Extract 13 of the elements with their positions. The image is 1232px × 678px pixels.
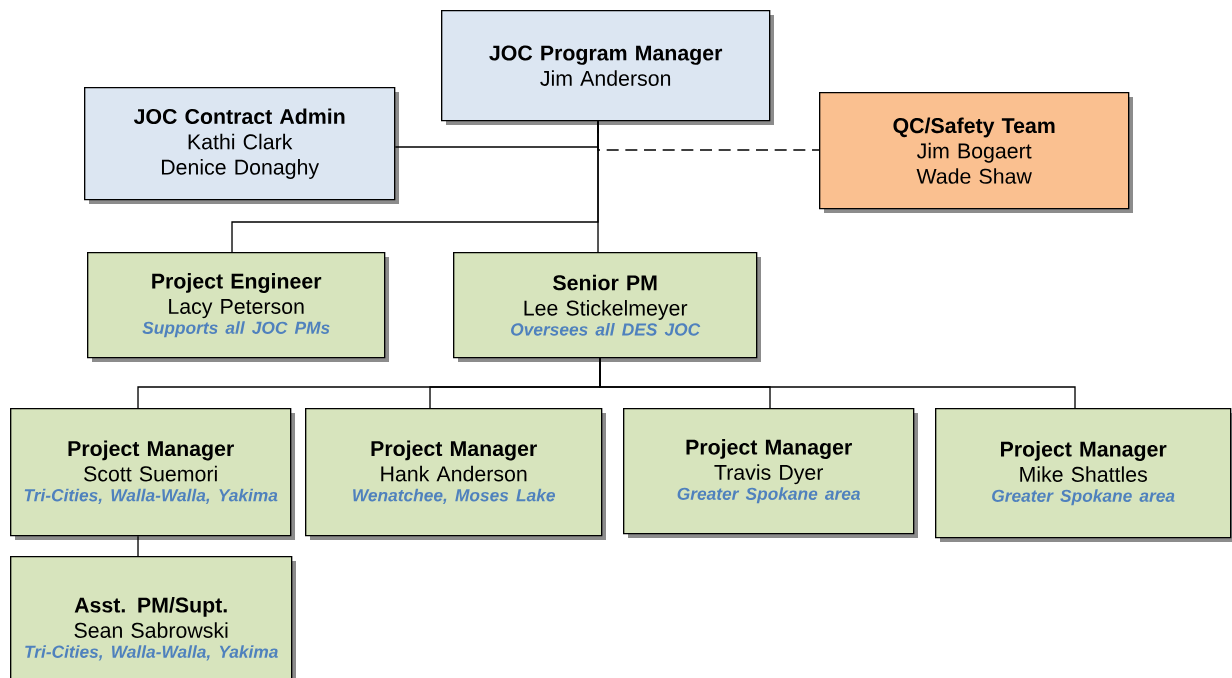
org-box: Project Engineer Lacy Peterson Supports all JOC PMs (87, 252, 389, 362)
org-box: Project Manager Travis Dyer Greater Spokane area (623, 408, 918, 538)
org-box: Project Manager Scott Suemori Tri-Cities, Walla-Walla, Yakima (10, 408, 295, 540)
connector-line (599, 357, 1076, 409)
connector-line (137, 535, 139, 557)
org-box: JOC Program Manager Jim Anderson (441, 10, 774, 125)
org-box: Asst. PM/Supt. Sean Sabrowski Tri-Cities, Walla-Walla, Yakima (10, 556, 296, 678)
org-box: Project Manager Mike Shattles Greater Spokane area (935, 408, 1232, 542)
org-box: QC/Safety Team Jim Bogaert Wade Shaw (819, 92, 1133, 213)
connector-line (597, 120, 599, 253)
org-box: Senior PM Lee Stickelmeyer Oversees all DES JOC (453, 252, 761, 362)
org-box: Project Manager Hank Anderson Wenatchee, Moses Lake (305, 408, 606, 540)
org-box: JOC Contract Admin Kathi Clark Denice Donaghy (84, 87, 399, 204)
